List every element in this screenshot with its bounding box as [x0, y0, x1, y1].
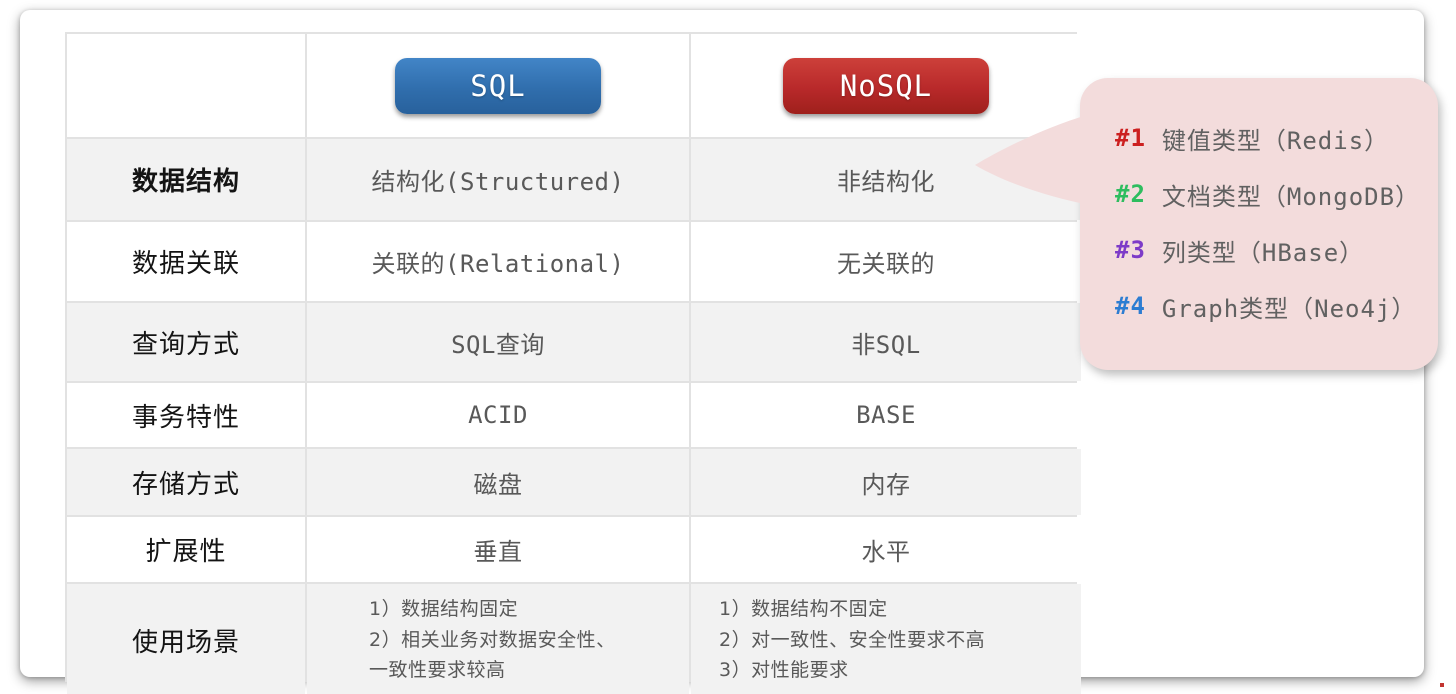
red-pixel-artifact	[1440, 683, 1444, 687]
cell-sql-use-case: 1）数据结构固定 2）相关业务对数据安全性、 一致性要求较高	[307, 584, 689, 694]
callout-text-4: Graph类型（Neo4j）	[1161, 294, 1417, 323]
cell-sql-transaction: ACID	[307, 383, 689, 447]
cell-sql-data-relation: 关联的(Relational)	[307, 222, 689, 301]
callout-item-hbase: #3 列类型（HBase）	[1115, 234, 1428, 267]
use-case-line: 1）数据结构不固定	[719, 597, 888, 620]
use-case-line: 2）相关业务对数据安全性、	[369, 628, 616, 651]
row-label-scalability: 扩展性	[67, 517, 305, 582]
cell-nosql-transaction: BASE	[691, 383, 1081, 447]
callout-text-2: 文档类型（MongoDB）	[1161, 182, 1421, 211]
row-label-storage: 存储方式	[67, 449, 305, 515]
row-label-data-relation: 数据关联	[67, 222, 305, 301]
use-case-line: 1）数据结构固定	[369, 597, 519, 620]
callout-text-1: 键值类型（Redis）	[1161, 126, 1390, 155]
row-label-transaction: 事务特性	[67, 383, 305, 447]
cell-sql-storage: 磁盘	[307, 449, 689, 515]
nosql-column-header-cell: NoSQL	[691, 34, 1081, 137]
row-label-query-method: 查询方式	[67, 303, 305, 381]
sql-vs-nosql-table: SQL NoSQL 数据结构 结构化(Structured) 非结构化 数据关联…	[65, 32, 1081, 694]
cell-nosql-data-relation: 无关联的	[691, 222, 1081, 301]
row-label-data-structure: 数据结构	[67, 139, 305, 220]
use-case-line: 2）对一致性、安全性要求不高	[719, 628, 986, 651]
cell-sql-data-structure: 结构化(Structured)	[307, 139, 689, 220]
content-card: SQL NoSQL 数据结构 结构化(Structured) 非结构化 数据关联…	[20, 10, 1444, 694]
cell-nosql-use-case: 1）数据结构不固定 2）对一致性、安全性要求不高 3）对性能要求	[691, 584, 1081, 694]
callout-text-3: 列类型（HBase）	[1161, 238, 1365, 267]
use-case-line: 一致性要求较高	[369, 659, 506, 682]
callout-tag-4: #4	[1115, 292, 1146, 320]
callout-item-mongodb: #2 文档类型（MongoDB）	[1115, 178, 1428, 211]
callout-tag-3: #3	[1115, 236, 1146, 264]
sql-button[interactable]: SQL	[395, 57, 601, 114]
use-case-line: 3）对性能要求	[719, 659, 849, 682]
callout-tag-1: #1	[1115, 124, 1146, 152]
sql-column-header-cell: SQL	[307, 34, 689, 137]
callout-item-neo4j: #4 Graph类型（Neo4j）	[1115, 290, 1428, 323]
callout-tag-2: #2	[1115, 180, 1146, 208]
row-label-use-case: 使用场景	[67, 584, 305, 694]
cell-nosql-query-method: 非SQL	[691, 303, 1081, 381]
table-corner-cell	[67, 34, 305, 137]
cell-nosql-storage: 内存	[691, 449, 1081, 515]
cell-sql-scalability: 垂直	[307, 517, 689, 582]
callout-item-redis: #1 键值类型（Redis）	[1115, 122, 1428, 155]
nosql-button[interactable]: NoSQL	[783, 57, 989, 114]
nosql-types-callout: #1 键值类型（Redis） #2 文档类型（MongoDB） #3 列类型（H…	[1080, 78, 1438, 370]
cell-nosql-scalability: 水平	[691, 517, 1081, 582]
callout-tail	[975, 114, 1090, 205]
cell-sql-query-method: SQL查询	[307, 303, 689, 381]
